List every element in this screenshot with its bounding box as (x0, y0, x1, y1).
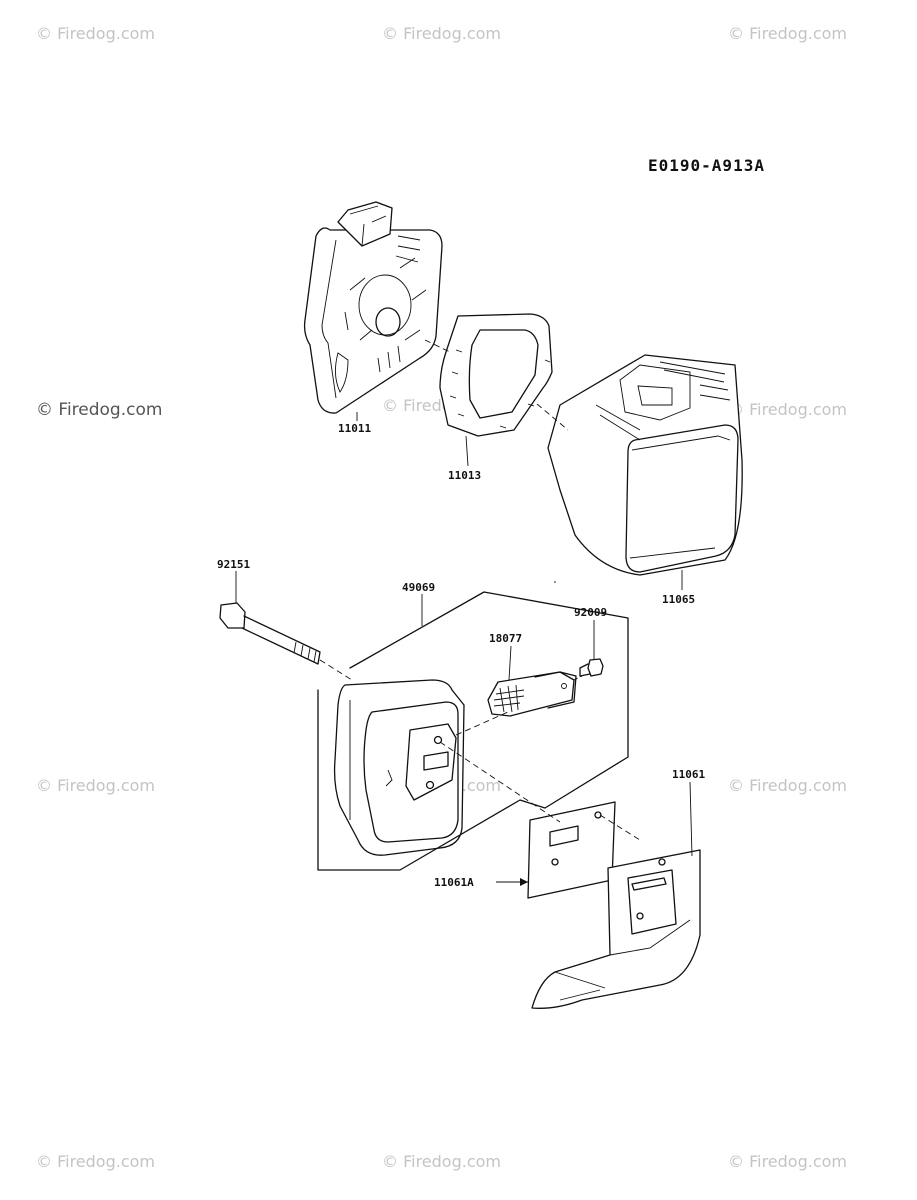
part-label-11061A[interactable]: 11061A (434, 876, 474, 889)
watermark: © Firedog.com (728, 24, 847, 43)
muffler-guard-11061 (531, 849, 701, 1009)
air-cleaner-base-11011 (303, 201, 443, 414)
watermark: © Firedog.com (728, 776, 847, 795)
group-bracket-49069 (317, 591, 629, 871)
muffler-49069 (333, 679, 465, 856)
bolt-92151 (219, 602, 321, 665)
diagram-code: E0190-A913A (648, 156, 765, 175)
spark-arrester-18077 (487, 671, 577, 717)
part-label-11011[interactable]: 11011 (338, 422, 372, 435)
watermark: © Firedog.com (36, 776, 155, 795)
watermark: © Firedog.com (36, 1152, 155, 1171)
leader-lines (235, 412, 693, 886)
part-label-11065[interactable]: 11065 (662, 593, 696, 606)
watermark: © Firedog.com (382, 24, 501, 43)
watermark: © Firedog.com (36, 400, 163, 420)
part-label-49069[interactable]: 49069 (402, 581, 436, 594)
part-label-92009[interactable]: 92009 (574, 606, 608, 619)
part-label-11013[interactable]: 11013 (448, 469, 482, 482)
air-filter-element-11013 (439, 313, 553, 437)
screw-92009 (579, 658, 604, 677)
part-label-18077[interactable]: 18077 (489, 632, 523, 645)
alignment-lines (319, 339, 641, 841)
part-label-11061[interactable]: 11061 (672, 768, 706, 781)
watermark: © Firedog.com (728, 400, 847, 419)
air-cleaner-cover-11065 (547, 354, 743, 576)
watermark: © Firedog.com (728, 1152, 847, 1171)
watermark: © Firedog.com (36, 24, 155, 43)
part-label-92151[interactable]: 92151 (217, 558, 251, 571)
watermark: © Firedog.com (382, 1152, 501, 1171)
